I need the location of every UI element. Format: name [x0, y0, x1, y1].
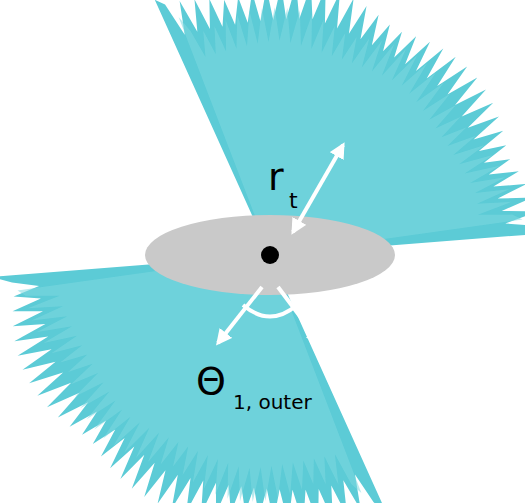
angle-subscript: 1, outer: [233, 392, 312, 412]
nucleus-dot: [261, 246, 279, 264]
radius-symbol: r: [268, 158, 284, 196]
angle-symbol: Θ: [196, 362, 226, 400]
disk: [145, 215, 395, 295]
cone-lobe: [155, 0, 525, 255]
radius-arrow: [293, 145, 343, 232]
radius-subscript: t: [289, 190, 298, 212]
angle-arc: [243, 305, 297, 317]
cone-lobe: [0, 255, 385, 503]
